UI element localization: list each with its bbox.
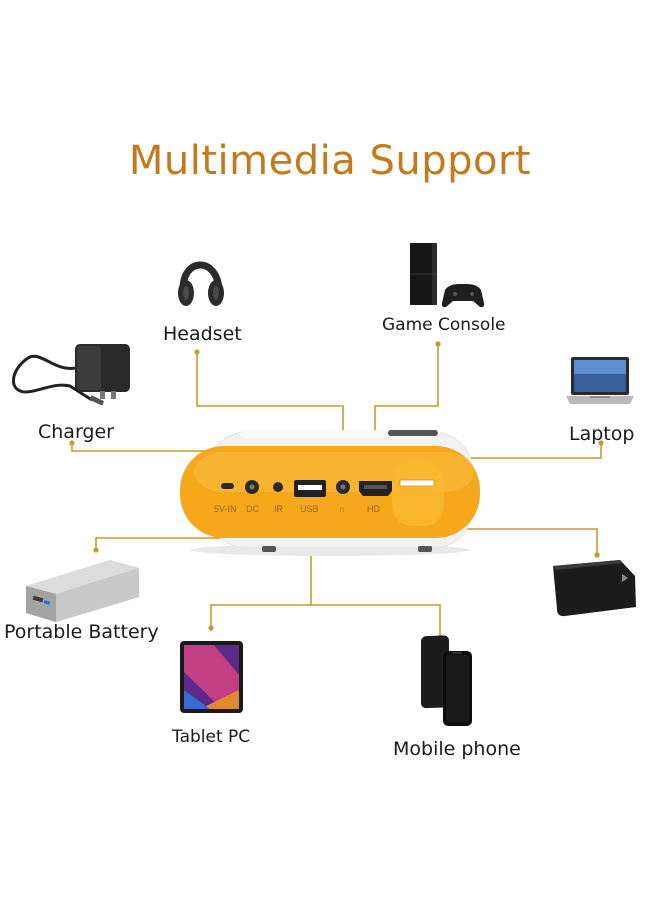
port-label-5v-in: 5V-IN	[214, 504, 237, 514]
portable-battery-icon	[26, 560, 139, 622]
label-tablet-pc: Tablet PC	[172, 727, 251, 747]
headset-icon	[178, 261, 224, 306]
port-ir	[273, 482, 283, 492]
tablet-pc-icon	[180, 641, 243, 713]
port-label-dc: DC	[246, 504, 259, 514]
port-labels: 5V-IN DC IR USB ∩ HD	[214, 504, 380, 514]
laptop-icon	[566, 357, 634, 404]
label-portable-battery: Portable Battery	[4, 621, 159, 643]
connector-laptop	[447, 443, 602, 459]
label-laptop: Laptop	[569, 423, 635, 445]
label-mobile-phone: Mobile phone	[393, 738, 521, 760]
port-label-audio: ∩	[339, 504, 345, 514]
game-console-icon	[410, 243, 485, 308]
projector-ports	[221, 479, 435, 497]
connector-tablet	[210, 604, 441, 637]
charger-icon	[12, 344, 130, 406]
port-label-hd: HD	[367, 504, 380, 514]
port-label-ir: IR	[274, 504, 284, 514]
sd-card-icon	[553, 560, 636, 617]
projector-body	[180, 430, 480, 556]
label-game-console: Game Console	[382, 315, 506, 335]
label-charger: Charger	[38, 421, 114, 443]
port-label-usb: USB	[300, 504, 319, 514]
port-5v-in	[221, 483, 234, 489]
port-sd	[399, 479, 435, 487]
page-title: Multimedia Support	[128, 138, 532, 184]
mobile-phone-icon	[421, 635, 472, 726]
label-headset: Headset	[163, 323, 242, 345]
